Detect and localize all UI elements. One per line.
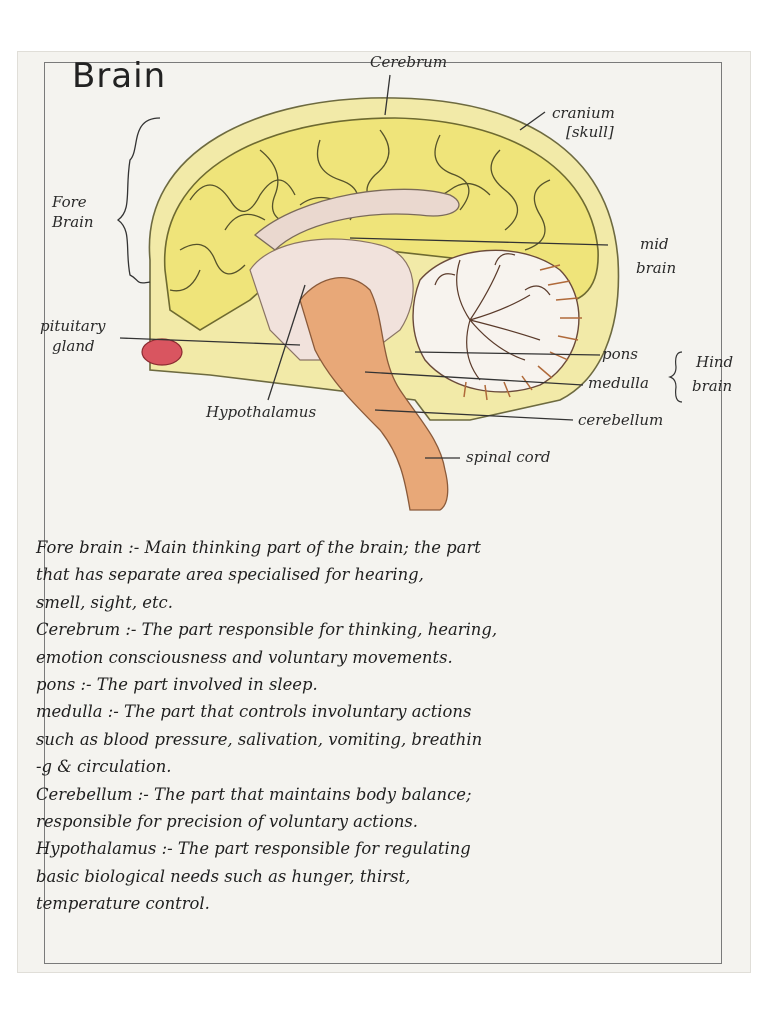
pointer-cerebellum (374, 409, 574, 421)
note-line: -g & circulation. (36, 757, 172, 777)
note-line: Fore brain :- Main thinking part of the … (36, 538, 481, 557)
label-pons: pons (602, 345, 638, 363)
label-pituitary-line1: pituitary (40, 317, 106, 335)
label-hind-brain-line2: brain (692, 377, 733, 395)
pointer-pons (414, 351, 601, 356)
note-line: Cerebrum :- The part responsible for thi… (36, 620, 498, 640)
note-line: basic biological needs such as hunger, t… (36, 866, 411, 886)
pointer-hypothalamus (267, 284, 306, 401)
note-line: medulla :- The part that controls involu… (36, 702, 472, 722)
label-mid-brain-line2: brain (636, 259, 677, 277)
label-cranium: cranium (552, 104, 615, 122)
label-pituitary-line2: gland (52, 337, 95, 355)
note-line: Hypothalamus :- The part responsible for… (36, 839, 471, 859)
label-medulla: medulla (588, 374, 649, 392)
note-line: that has separate area specialised for h… (36, 565, 424, 585)
label-hind-brain-line1: Hind (696, 353, 734, 371)
label-cerebrum: Cerebrum (370, 53, 448, 71)
corpus-callosum (253, 188, 460, 251)
pituitary-gland-shape (141, 338, 183, 366)
label-cerebellum: cerebellum (578, 411, 664, 429)
note-line: responsible for precision of voluntary a… (36, 812, 418, 832)
note-line: smell, sight, etc. (36, 592, 173, 612)
label-fore-brain-line2: Brain (52, 213, 94, 231)
brainstem-shape (299, 277, 449, 511)
notes-section: Fore brain :- Main thinking part of the … (36, 534, 736, 918)
pointer-cranium (519, 111, 546, 131)
page-border (44, 62, 722, 964)
pointer-mid-brain (349, 237, 609, 246)
note-line: Cerebellum :- The part that maintains bo… (36, 784, 472, 804)
label-skull: [skull] (566, 123, 614, 141)
label-mid-brain-line1: mid (640, 235, 669, 253)
note-line: temperature control. (36, 894, 210, 914)
pointer-pituitary (119, 337, 301, 346)
pointer-cerebrum (384, 74, 391, 116)
cerebellum-stripes (463, 264, 582, 401)
pointer-medulla (364, 371, 584, 386)
page-title: Brain (72, 56, 167, 96)
note-line: such as blood pressure, salivation, vomi… (36, 729, 483, 749)
hind-brain-bracket (668, 351, 683, 403)
fore-brain-bracket (116, 117, 161, 284)
label-fore-brain-line1: Fore (52, 193, 87, 211)
label-spinal-cord: spinal cord (466, 448, 551, 466)
label-hypothalamus: Hypothalamus (206, 403, 317, 421)
note-line: emotion consciousness and voluntary move… (36, 647, 453, 667)
arbor-vitae (434, 253, 551, 381)
note-line: pons :- The part involved in sleep. (36, 675, 318, 695)
cerebellum-shape (412, 249, 580, 393)
